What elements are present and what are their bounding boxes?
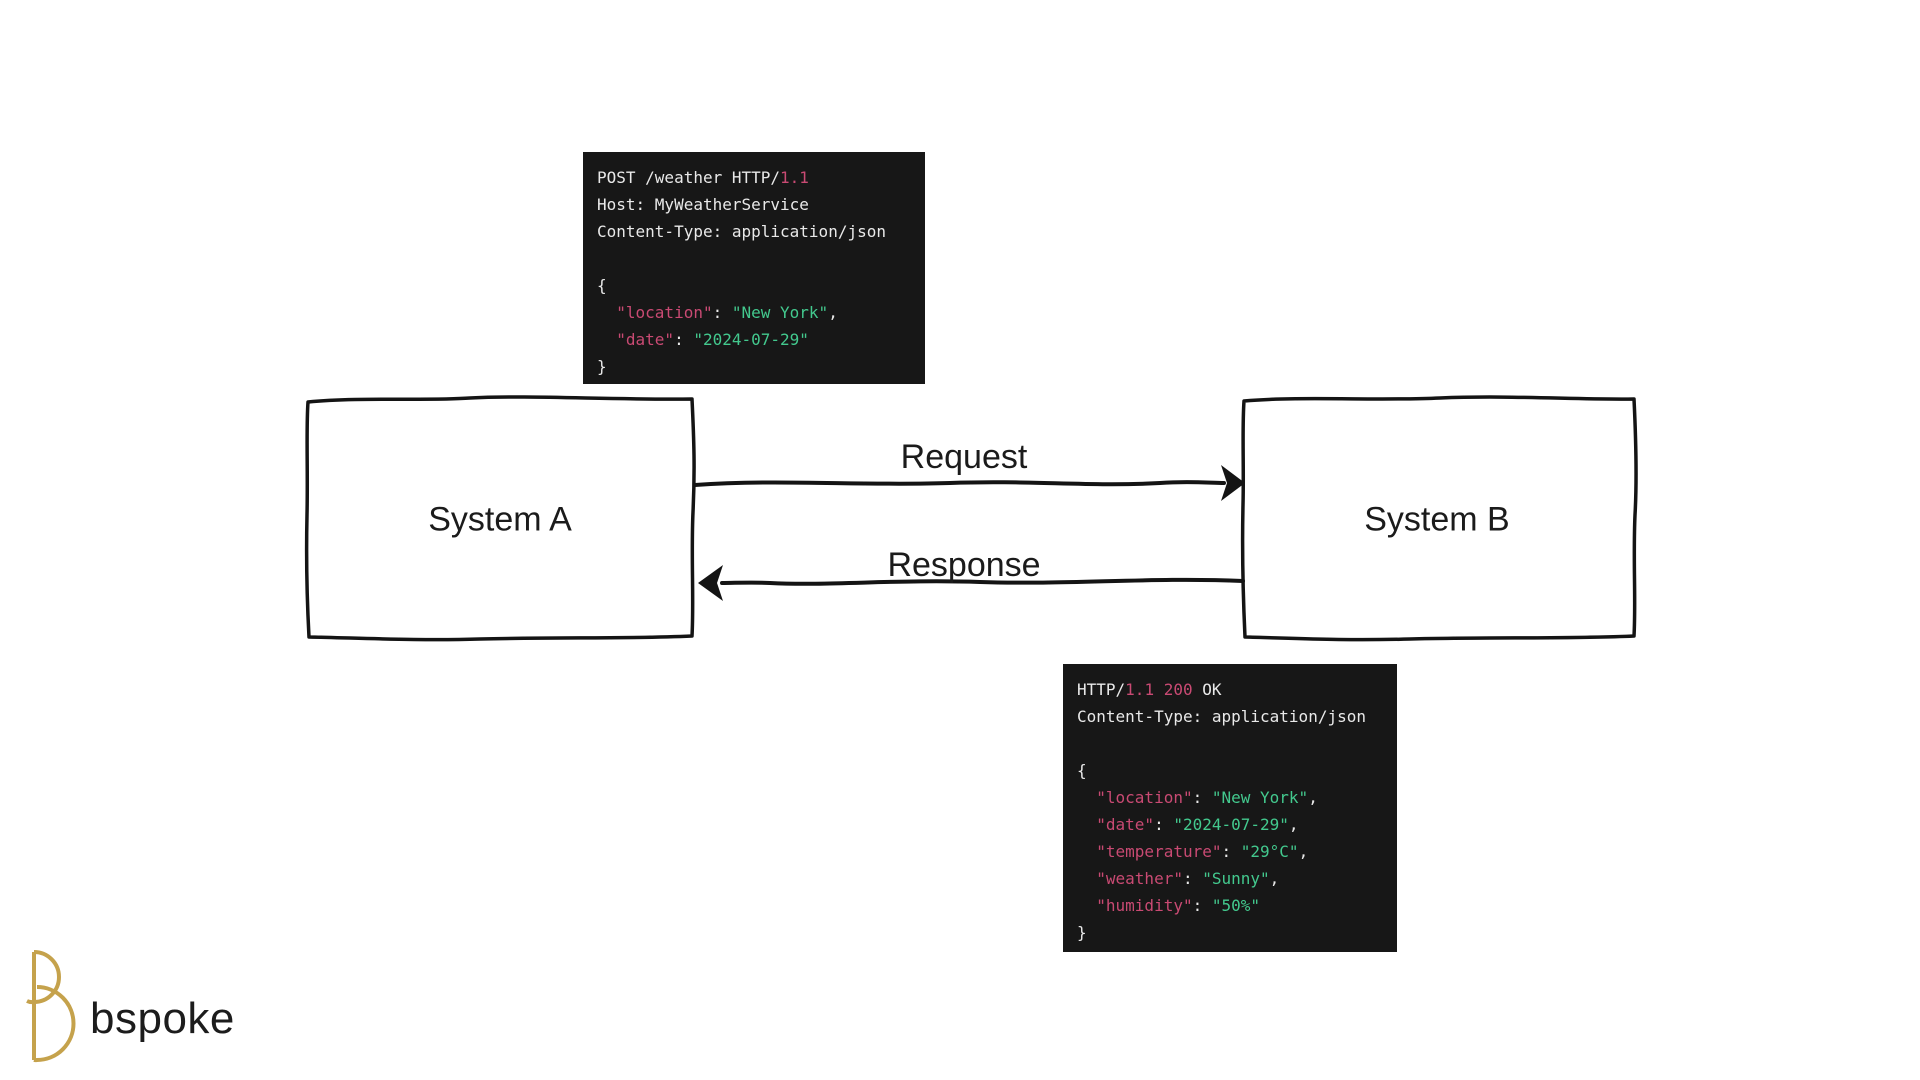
code-line: "date": "2024-07-29": [616, 330, 809, 349]
code-line: Host: MyWeatherService: [597, 195, 809, 214]
code-line: HTTP/1.1 200 OK: [1077, 680, 1222, 699]
response-arrow-label: Response: [887, 546, 1041, 584]
response-arrow-line: [720, 577, 1245, 586]
code-line: [597, 245, 911, 272]
request-arrowhead-icon: [1221, 465, 1245, 501]
code-line: {: [597, 276, 607, 295]
system-b-box: [1240, 395, 1638, 642]
request-arrow-line: [693, 480, 1226, 487]
response-arrowhead-icon: [698, 565, 723, 601]
code-line: POST /weather HTTP/1.1: [597, 168, 809, 187]
code-line: "location": "New York",: [1096, 788, 1318, 807]
bspoke-logo-text: bspoke: [90, 994, 235, 1043]
code-line: "location": "New York",: [616, 303, 838, 322]
request-arrow-label: Request: [900, 438, 1028, 476]
code-line: "date": "2024-07-29",: [1096, 815, 1299, 834]
code-line: Content-Type: application/json: [1077, 707, 1366, 726]
code-line: }: [1077, 923, 1087, 942]
bspoke-logo-mark-icon: [26, 950, 76, 1063]
code-line: {: [1077, 761, 1087, 780]
code-line: "humidity": "50%": [1096, 896, 1261, 915]
code-line: }: [597, 357, 607, 376]
code-line: "temperature": "29°C",: [1096, 842, 1309, 861]
code-line: [1077, 730, 1383, 757]
system-a-box: [304, 395, 696, 642]
code-line: "weather": "Sunny",: [1096, 869, 1280, 888]
system-a-label: System A: [428, 500, 572, 539]
code-line: Content-Type: application/json: [597, 222, 886, 241]
system-b-label: System B: [1364, 500, 1510, 539]
http-response-code-panel: HTTP/1.1 200 OK Content-Type: application…: [1063, 664, 1397, 952]
